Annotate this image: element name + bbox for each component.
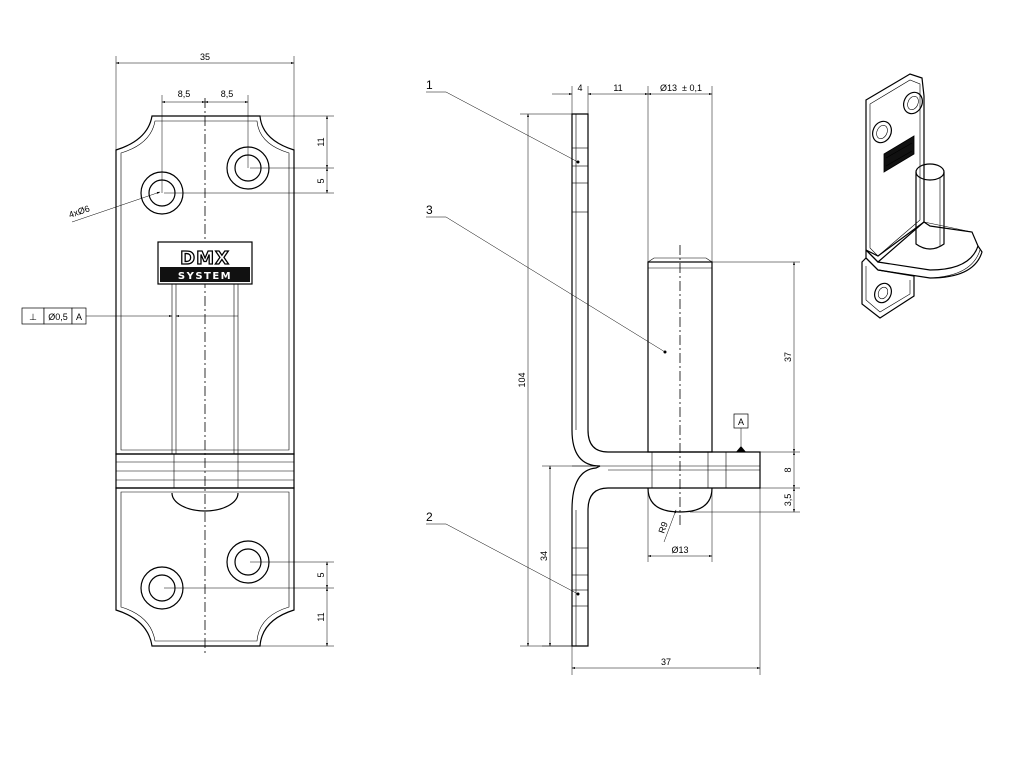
svg-text:SYSTEM: SYSTEM — [178, 271, 232, 282]
svg-text:A: A — [738, 417, 744, 427]
iso-base-plate — [865, 221, 979, 271]
bracket-profile — [571, 113, 761, 647]
iso-upper-plate — [865, 73, 925, 263]
iso-lower-plate — [861, 257, 915, 319]
iso-hole-3 — [874, 282, 892, 304]
svg-text:11: 11 — [316, 612, 326, 621]
iso-pin — [915, 163, 945, 250]
dim-bottom-vertical: 5 11 — [164, 561, 334, 647]
dim-hole-offsets: 8,5 8,5 — [161, 89, 249, 193]
front-view: DMX SYSTEM 35 8,5 8,5 11 — [21, 52, 334, 655]
dmx-logo: DMX SYSTEM — [157, 241, 253, 285]
svg-text:Ø13: Ø13 — [671, 545, 688, 555]
iso-logo — [883, 135, 915, 173]
iso-hole-1 — [903, 91, 923, 115]
dim-lower-height: 34 — [539, 465, 600, 647]
svg-text:11: 11 — [316, 137, 326, 146]
svg-text:34: 34 — [539, 551, 549, 561]
callout-1: 1 — [426, 78, 580, 164]
svg-text:Ø0,5: Ø0,5 — [48, 312, 68, 322]
pin-end-arc — [171, 492, 239, 512]
side-view: 4 11 Ø13 ± 0,1 104 34 37 — [426, 78, 800, 675]
svg-text:R9: R9 — [656, 520, 669, 534]
dim-width: 35 — [115, 52, 295, 150]
svg-text:Ø13: Ø13 — [660, 83, 677, 93]
svg-text:2: 2 — [426, 510, 433, 524]
datum-a: A — [733, 413, 749, 452]
svg-text:1: 1 — [426, 78, 433, 92]
svg-text:A: A — [76, 312, 82, 322]
dim-base-length: 37 — [571, 488, 761, 675]
bracket-hole-marks — [572, 147, 588, 607]
dim-side-top: 4 11 Ø13 ± 0,1 — [552, 83, 713, 262]
svg-text:104: 104 — [517, 372, 527, 387]
dim-side-right: 37 8 3,5 — [690, 261, 800, 513]
svg-text:3: 3 — [426, 203, 433, 217]
svg-text:4: 4 — [577, 83, 582, 93]
iso-hole-2 — [872, 120, 892, 144]
svg-text:DMX: DMX — [180, 248, 230, 269]
callout-3: 3 — [426, 203, 667, 354]
svg-text:37: 37 — [783, 352, 793, 362]
svg-text:35: 35 — [200, 52, 210, 62]
svg-text:8: 8 — [783, 467, 793, 472]
svg-text:⊥: ⊥ — [29, 312, 37, 322]
dim-base-diameter: Ø13 — [647, 488, 713, 562]
svg-text:37: 37 — [661, 657, 671, 667]
svg-text:8,5: 8,5 — [221, 89, 234, 99]
dim-top-vertical: 11 5 — [164, 115, 334, 194]
svg-text:3,5: 3,5 — [783, 494, 793, 507]
isometric-view — [861, 73, 983, 319]
svg-text:5: 5 — [316, 178, 326, 183]
svg-text:5: 5 — [316, 572, 326, 577]
top-plate-inner-edge — [120, 120, 290, 451]
svg-text:4xØ6: 4xØ6 — [67, 203, 91, 219]
dim-radius: R9 — [656, 509, 677, 543]
svg-text:± 0,1: ± 0,1 — [682, 83, 702, 93]
callout-2: 2 — [426, 510, 580, 596]
svg-text:8,5: 8,5 — [178, 89, 191, 99]
svg-text:11: 11 — [613, 83, 622, 93]
tolerance-frame: ⊥ Ø0,5 A — [21, 307, 238, 325]
bottom-plate-inner-edge — [120, 491, 290, 642]
